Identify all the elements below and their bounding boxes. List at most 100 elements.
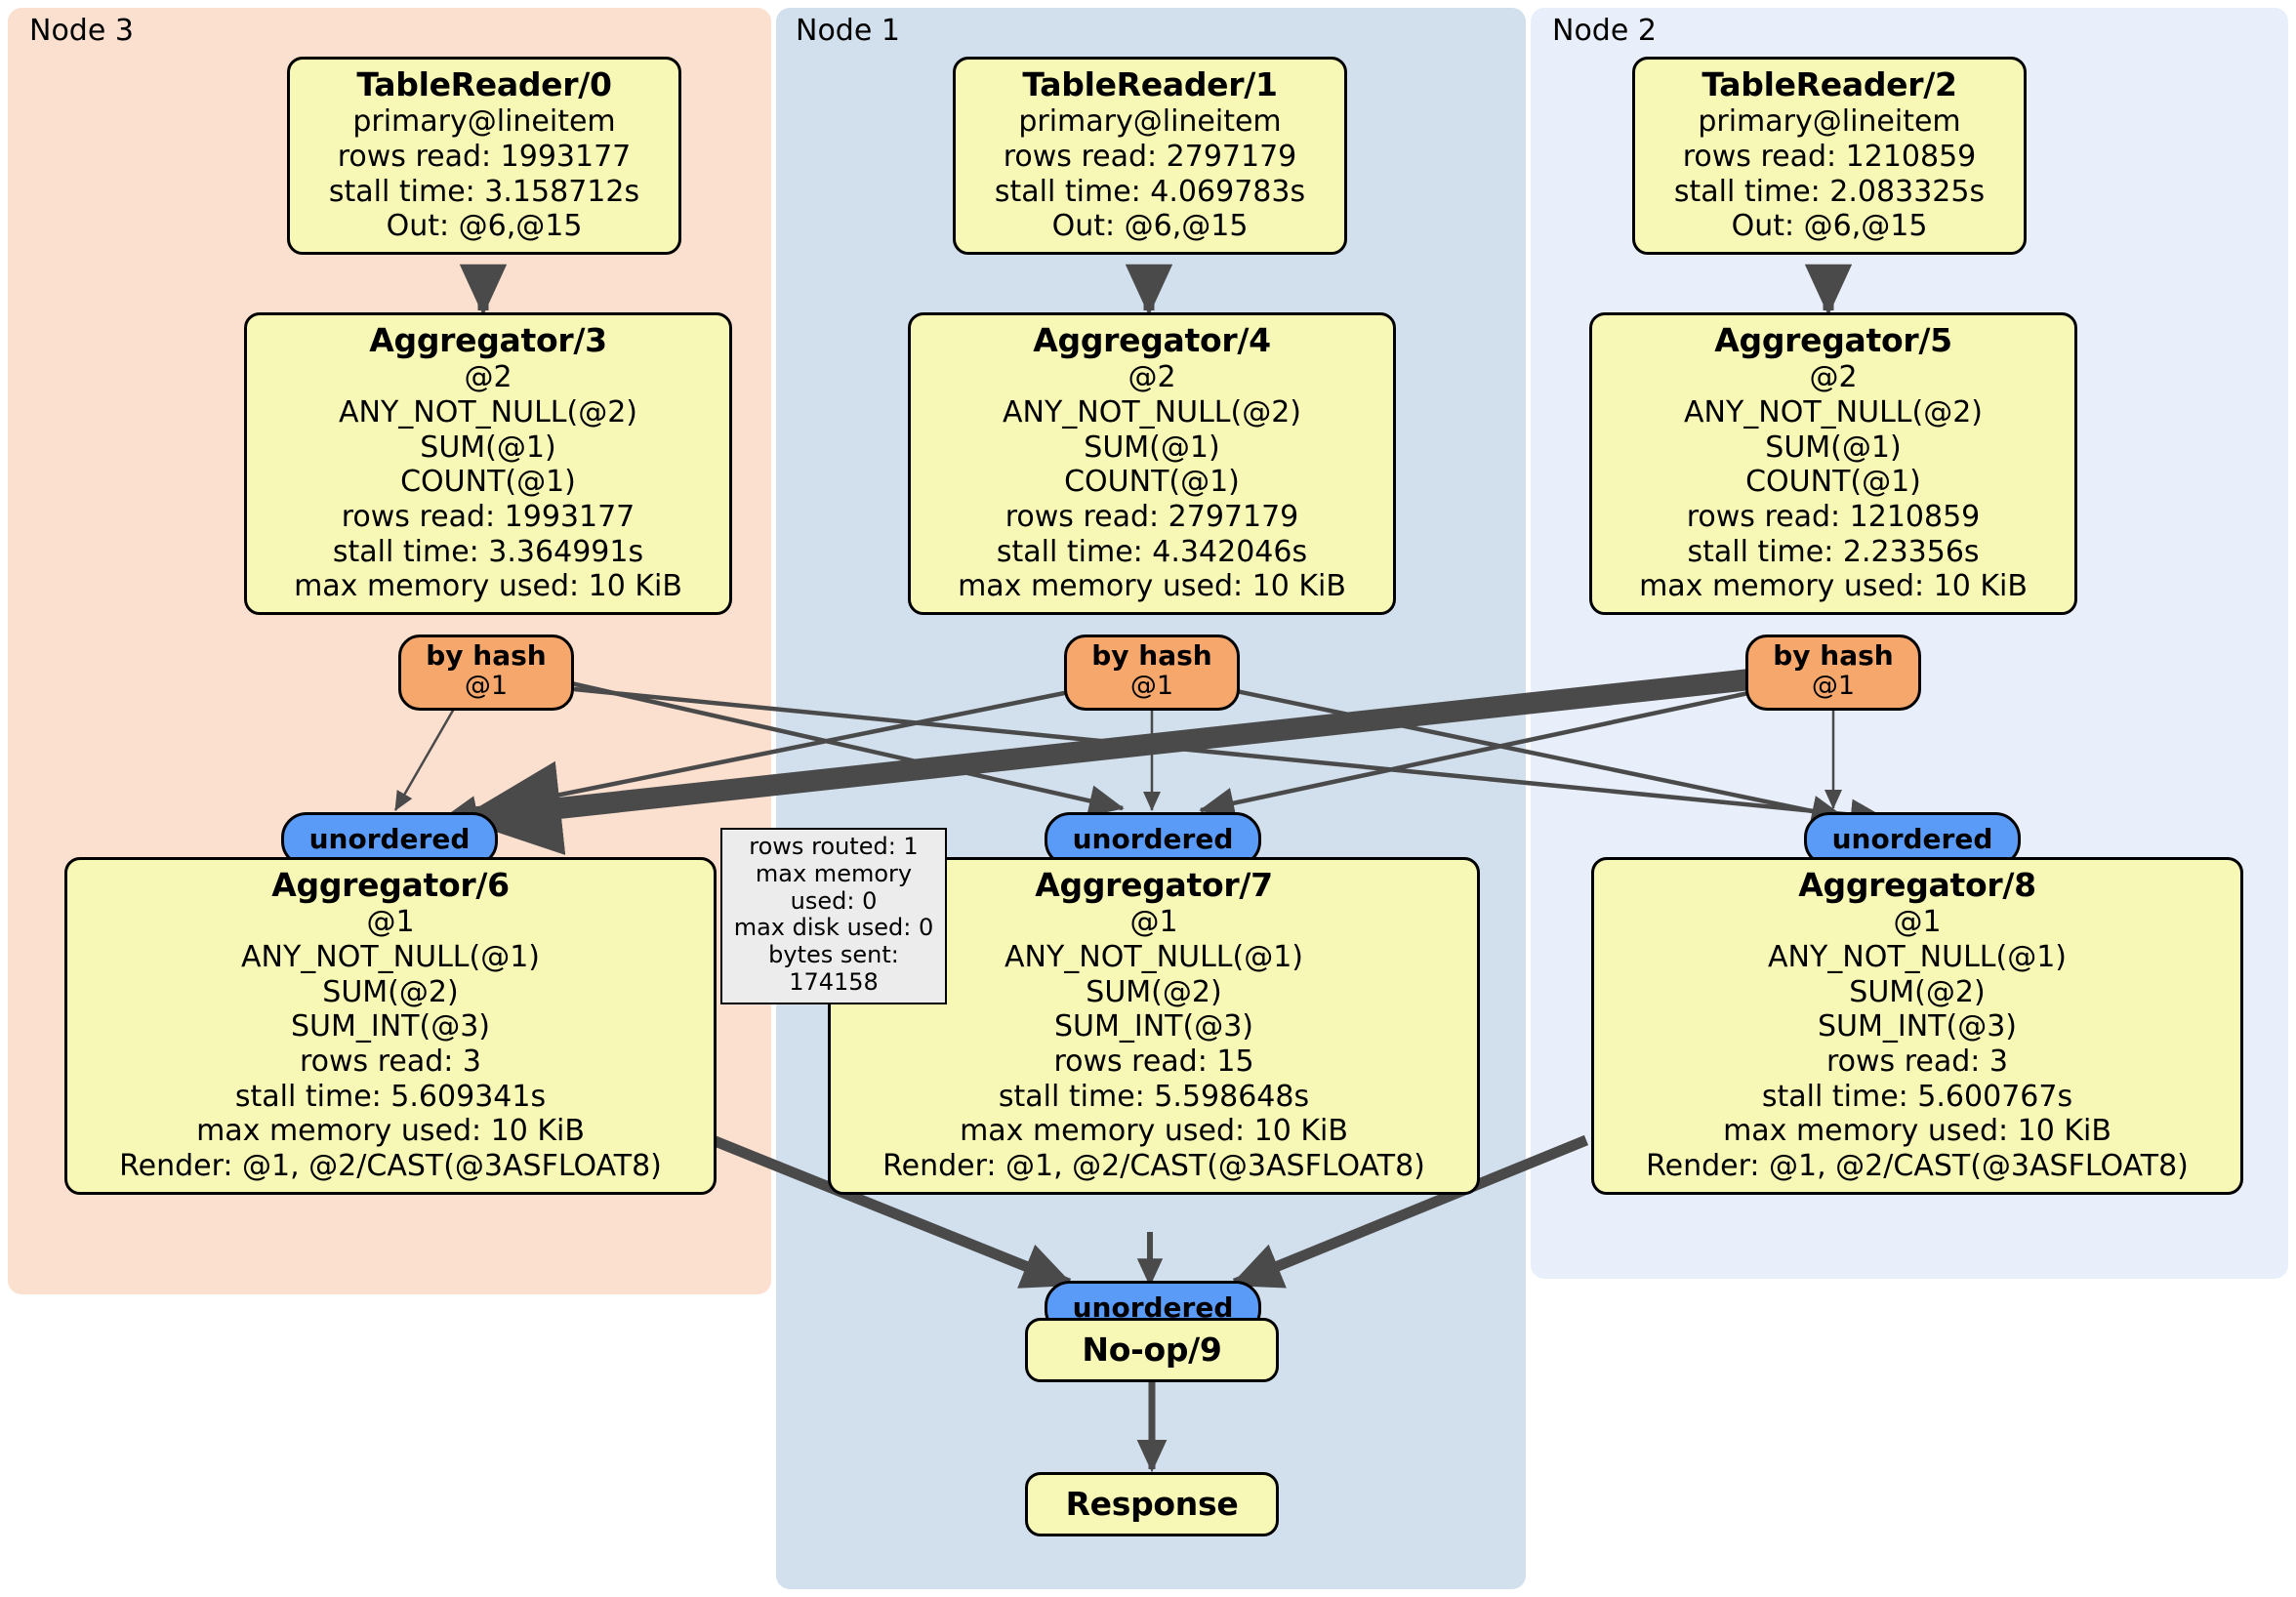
node-detail: stall time: 3.364991s: [332, 534, 644, 569]
node-detail: stall time: 5.598648s: [998, 1079, 1310, 1114]
node-aggregator-8[interactable]: Aggregator/8 @1 ANY_NOT_NULL(@1) SUM(@2)…: [1591, 857, 2243, 1195]
router-column: @1: [1129, 670, 1174, 701]
node-detail: rows read: 2797179: [1003, 139, 1297, 174]
node-detail: stall time: 4.069783s: [994, 174, 1306, 209]
node-detail: COUNT(@1): [400, 465, 576, 500]
node-detail: SUM(@1): [1084, 430, 1220, 465]
node-title: Response: [1065, 1485, 1239, 1524]
input-label: unordered: [1072, 1290, 1234, 1324]
node-response[interactable]: Response: [1025, 1472, 1279, 1536]
input-label: unordered: [308, 822, 471, 855]
node-detail: Out: @6,@15: [1731, 209, 1928, 244]
node-detail: SUM(@2): [1086, 974, 1222, 1009]
node-detail: rows read: 1993177: [337, 139, 632, 174]
input-label: unordered: [1831, 822, 1993, 855]
router-type: by hash: [1773, 639, 1894, 672]
node-detail: Render: @1, @2/CAST(@3ASFLOAT8): [882, 1149, 1425, 1184]
node-detail: SUM(@1): [420, 430, 556, 465]
node-detail: ANY_NOT_NULL(@1): [1768, 939, 2067, 974]
cluster-label-node2: Node 2: [1552, 14, 1657, 48]
cluster-label-node1: Node 1: [796, 14, 900, 48]
node-title: Aggregator/5: [1714, 321, 1952, 359]
input-label: unordered: [1072, 822, 1234, 855]
node-detail: ANY_NOT_NULL(@1): [1004, 939, 1303, 974]
router-by-hash-3[interactable]: by hash @1: [398, 635, 574, 711]
router-type: by hash: [1091, 639, 1212, 672]
node-detail: max memory used: 10 KiB: [1723, 1114, 2112, 1149]
node-detail: max memory used: 10 KiB: [196, 1114, 585, 1149]
node-title: TableReader/0: [356, 65, 612, 103]
cluster-label-node3: Node 3: [29, 14, 134, 48]
node-detail: rows read: 1210859: [1682, 139, 1977, 174]
node-noop-9[interactable]: No-op/9: [1025, 1318, 1279, 1382]
node-detail: SUM_INT(@3): [291, 1009, 490, 1044]
node-detail: stall time: 5.600767s: [1761, 1079, 2073, 1114]
node-detail: stall time: 2.083325s: [1673, 174, 1986, 209]
node-detail: rows read: 15: [1053, 1044, 1254, 1080]
node-detail: Out: @6,@15: [386, 209, 583, 244]
node-aggregator-5[interactable]: Aggregator/5 @2 ANY_NOT_NULL(@2) SUM(@1)…: [1589, 312, 2077, 616]
tooltip-line: bytes sent: 174158: [768, 941, 899, 997]
tooltip-line: max disk used: 0: [733, 914, 934, 942]
node-detail: SUM_INT(@3): [1054, 1009, 1253, 1044]
node-detail: max memory used: 10 KiB: [960, 1114, 1348, 1149]
node-detail: stall time: 4.342046s: [996, 534, 1308, 569]
node-detail: SUM_INT(@3): [1818, 1009, 2017, 1044]
input-unordered-8[interactable]: unordered: [1804, 812, 2021, 867]
node-tablereader-0[interactable]: TableReader/0 primary@lineitem rows read…: [287, 57, 681, 256]
node-title: Aggregator/8: [1798, 866, 2036, 904]
node-aggregator-7[interactable]: Aggregator/7 @1 ANY_NOT_NULL(@1) SUM(@2)…: [828, 857, 1480, 1195]
tooltip-line: max memory used: 0: [755, 859, 913, 915]
edge-stats-tooltip: rows routed: 1 max memory used: 0 max di…: [720, 828, 947, 1004]
node-title: Aggregator/6: [271, 866, 510, 904]
node-detail: max memory used: 10 KiB: [294, 569, 682, 604]
node-detail: @2: [1128, 360, 1176, 395]
node-detail: stall time: 3.158712s: [328, 174, 640, 209]
node-aggregator-6[interactable]: Aggregator/6 @1 ANY_NOT_NULL(@1) SUM(@2)…: [64, 857, 717, 1195]
router-column: @1: [1811, 670, 1856, 701]
node-detail: rows read: 1993177: [341, 500, 636, 535]
node-detail: primary@lineitem: [1698, 104, 1961, 140]
node-detail: @1: [1129, 905, 1178, 940]
tooltip-line: rows routed: 1: [749, 833, 919, 860]
node-tablereader-2[interactable]: TableReader/2 primary@lineitem rows read…: [1632, 57, 2027, 256]
node-detail: ANY_NOT_NULL(@2): [1003, 394, 1301, 430]
node-tablereader-1[interactable]: TableReader/1 primary@lineitem rows read…: [953, 57, 1347, 256]
node-detail: rows read: 3: [1825, 1044, 2009, 1080]
router-type: by hash: [426, 639, 547, 672]
node-detail: rows read: 1210859: [1686, 500, 1981, 535]
node-detail: primary@lineitem: [352, 104, 616, 140]
router-by-hash-5[interactable]: by hash @1: [1745, 635, 1921, 711]
node-title: Aggregator/7: [1035, 866, 1273, 904]
node-detail: ANY_NOT_NULL(@2): [1684, 394, 1983, 430]
node-detail: Out: @6,@15: [1051, 209, 1249, 244]
node-title: TableReader/2: [1702, 65, 1957, 103]
node-detail: COUNT(@1): [1064, 465, 1240, 500]
router-column: @1: [464, 670, 509, 701]
router-by-hash-4[interactable]: by hash @1: [1064, 635, 1240, 711]
node-title: No-op/9: [1082, 1331, 1222, 1370]
node-detail: stall time: 2.23356s: [1687, 534, 1980, 569]
node-detail: rows read: 2797179: [1004, 500, 1299, 535]
node-detail: Render: @1, @2/CAST(@3ASFLOAT8): [119, 1149, 662, 1184]
node-title: TableReader/1: [1022, 65, 1278, 103]
node-detail: rows read: 3: [299, 1044, 482, 1080]
node-detail: stall time: 5.609341s: [234, 1079, 547, 1114]
node-detail: @2: [464, 360, 512, 395]
node-aggregator-3[interactable]: Aggregator/3 @2 ANY_NOT_NULL(@2) SUM(@1)…: [244, 312, 732, 616]
node-detail: ANY_NOT_NULL(@1): [241, 939, 540, 974]
node-detail: COUNT(@1): [1745, 465, 1921, 500]
node-detail: SUM(@1): [1765, 430, 1902, 465]
node-detail: Render: @1, @2/CAST(@3ASFLOAT8): [1646, 1149, 2189, 1184]
node-detail: @1: [1893, 905, 1942, 940]
node-detail: @1: [366, 905, 415, 940]
node-detail: max memory used: 10 KiB: [958, 569, 1346, 604]
node-detail: @2: [1809, 360, 1858, 395]
node-title: Aggregator/4: [1033, 321, 1271, 359]
node-detail: ANY_NOT_NULL(@2): [339, 394, 637, 430]
node-detail: primary@lineitem: [1018, 104, 1282, 140]
node-detail: SUM(@2): [1849, 974, 1986, 1009]
node-aggregator-4[interactable]: Aggregator/4 @2 ANY_NOT_NULL(@2) SUM(@1)…: [908, 312, 1396, 616]
node-title: Aggregator/3: [369, 321, 607, 359]
